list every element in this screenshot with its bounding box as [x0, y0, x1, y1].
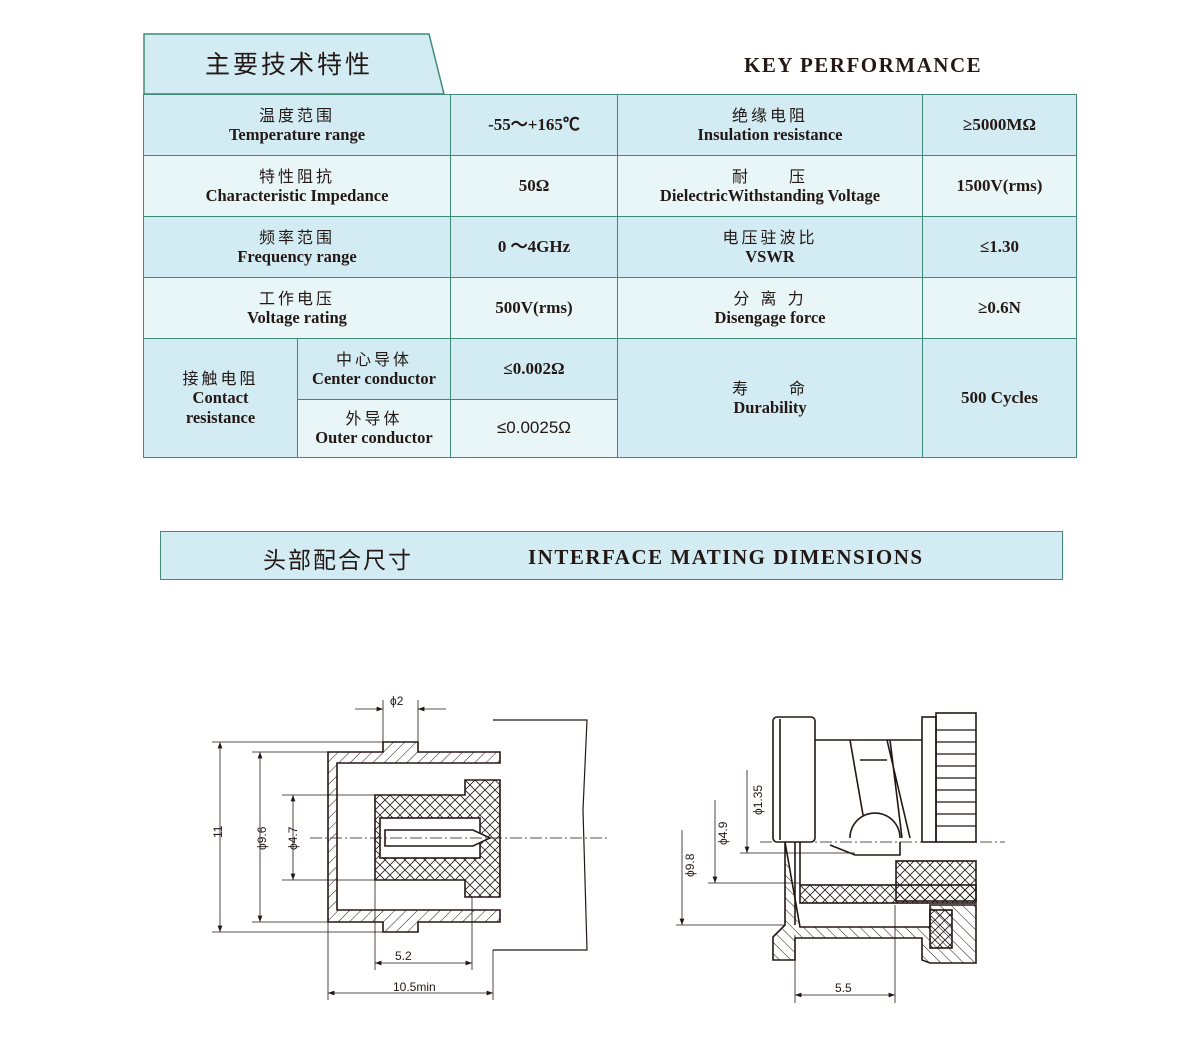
value-cell: 500 Cycles	[922, 338, 1077, 458]
param-label-zh: 工作电压	[258, 288, 335, 308]
value-cell: ≤1.30	[922, 216, 1077, 278]
dim-phi2: ϕ2	[390, 694, 404, 708]
param-value: 500V(rms)	[495, 297, 573, 317]
param-label-zh: 温度范围	[258, 105, 335, 125]
param-contact-resistance: 接触电阻 Contact resistance	[143, 338, 298, 458]
value-cell: 1500V(rms)	[922, 155, 1077, 217]
param-label-zh: 中心导体	[335, 349, 412, 369]
interface-header: 头部配合尺寸 INTERFACE MATING DIMENSIONS	[160, 531, 1063, 580]
dim-11: 11	[211, 825, 225, 838]
param-label-zh: 分 离 力	[733, 288, 807, 308]
right-mating-drawing: ϕ1.35 ϕ4.9 ϕ9.8 5.5	[676, 712, 1005, 1003]
param-value: 500 Cycles	[961, 387, 1038, 407]
param-label-en: Frequency range	[237, 246, 357, 266]
param-label-en: Outer conductor	[315, 428, 433, 448]
dim-5-2: 5.2	[395, 949, 412, 963]
dim-phi9-8: ϕ9.8	[683, 853, 697, 877]
param-label-zh: 外导体	[345, 409, 403, 428]
param-characteristic-impedance: 特性阻抗 Characteristic Impedance	[143, 155, 451, 217]
param-label-zh: 频率范围	[258, 227, 335, 247]
param-dielectric-withstanding-voltage: 耐 压 DielectricWithstanding Voltage	[617, 155, 923, 217]
dim-phi9-6: ϕ9.6	[255, 826, 269, 850]
param-outer-conductor: 外导体 Outer conductor	[297, 399, 451, 458]
dim-phi1-35: ϕ1.35	[751, 785, 765, 815]
interface-title-en: INTERFACE MATING DIMENSIONS	[528, 545, 924, 569]
param-label-en: VSWR	[745, 246, 795, 266]
left-mating-drawing: ϕ2 11 ϕ9.6 ϕ4.7 5.2 10.5min	[211, 694, 610, 1000]
param-value: -55～+165℃	[488, 114, 580, 134]
param-temperature-range: 温度范围 Temperature range	[143, 94, 451, 156]
param-insulation-resistance: 绝缘电阻 Insulation resistance	[617, 94, 923, 156]
param-voltage-rating: 工作电压 Voltage rating	[143, 277, 451, 339]
param-value: 50Ω	[518, 175, 550, 195]
param-label-zh: 接触电阻	[182, 368, 259, 388]
param-center-conductor: 中心导体 Center conductor	[297, 338, 451, 400]
param-label-en: resistance	[185, 407, 256, 427]
value-cell: -55～+165℃	[450, 94, 618, 156]
value-cell: ≤0.002Ω	[450, 338, 618, 400]
param-value: 1500V(rms)	[956, 175, 1043, 195]
param-label-zh: 耐 压	[731, 166, 808, 186]
param-label-en: DielectricWithstanding Voltage	[659, 185, 881, 205]
param-label-zh: 绝缘电阻	[731, 105, 808, 125]
section-title-en: KEY PERFORMANCE	[744, 53, 983, 77]
param-label-en: Characteristic Impedance	[205, 185, 389, 205]
param-label-zh: 寿 命	[731, 378, 808, 398]
param-label-en: Temperature range	[228, 124, 366, 144]
performance-table: 温度范围 Temperature range -55～+165℃ 绝缘电阻 In…	[143, 94, 1077, 458]
value-cell: ≥0.6N	[922, 277, 1077, 339]
param-label-zh: 特性阻抗	[258, 166, 335, 186]
value-cell: 0 ～4GHz	[450, 216, 618, 278]
param-label-en: Voltage rating	[247, 307, 347, 327]
section-title-zh: 主要技术特性	[205, 50, 374, 79]
dim-phi4-9: ϕ4.9	[716, 821, 730, 845]
param-disengage-force: 分 离 力 Disengage force	[617, 277, 923, 339]
param-value: ≤0.0025Ω	[496, 418, 572, 438]
param-value: ≥0.6N	[978, 297, 1021, 317]
param-value: ≥5000MΩ	[963, 114, 1036, 134]
value-cell: ≤0.0025Ω	[450, 399, 618, 458]
param-label-en: Durability	[733, 397, 807, 417]
param-label-zh: 电压驻波比	[722, 227, 818, 247]
value-cell: ≥5000MΩ	[922, 94, 1077, 156]
param-label-en: Center conductor	[312, 368, 436, 388]
value-cell: 500V(rms)	[450, 277, 618, 339]
param-vswr: 电压驻波比 VSWR	[617, 216, 923, 278]
param-frequency-range: 频率范围 Frequency range	[143, 216, 451, 278]
key-performance-tab: 主要技术特性	[143, 33, 445, 95]
param-value: 0 ～4GHz	[497, 236, 571, 256]
interface-title-zh: 头部配合尺寸	[263, 548, 413, 574]
outer-shell	[327, 741, 501, 933]
dim-phi4-7: ϕ4.7	[286, 826, 300, 850]
param-label-en: Disengage force	[714, 307, 826, 327]
param-label-en: Insulation resistance	[697, 124, 843, 144]
value-cell: 50Ω	[450, 155, 618, 217]
param-value: ≤0.002Ω	[503, 358, 565, 378]
param-value: ≤1.30	[979, 236, 1020, 256]
param-durability: 寿 命 Durability	[617, 338, 923, 458]
param-label-en: Contact	[192, 387, 249, 407]
dim-5-5: 5.5	[835, 981, 852, 995]
dim-10-5min: 10.5min	[393, 980, 436, 994]
